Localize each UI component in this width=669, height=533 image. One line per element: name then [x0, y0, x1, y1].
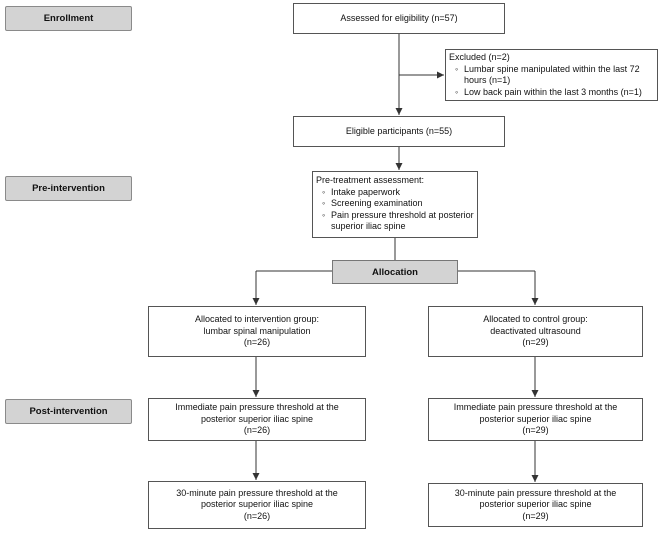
intervention-line2: lumbar spinal manipulation	[203, 325, 311, 336]
immediate-control-line3: (n=29)	[522, 425, 549, 436]
immediate-control-box: Immediate pain pressure threshold at the…	[428, 398, 643, 441]
immediate-intervention-line3: (n=26)	[243, 425, 271, 436]
immediate-control-line2: posterior superior iliac spine	[479, 413, 592, 424]
intervention-line1: Allocated to intervention group:	[194, 314, 320, 325]
pretreatment-item: Intake paperwork	[316, 187, 474, 199]
allocation-box: Allocation	[332, 260, 458, 284]
thirty-intervention-line3: (n=26)	[243, 510, 271, 521]
immediate-intervention-line1: Immediate pain pressure threshold at the	[175, 402, 339, 413]
control-line1: Allocated to control group:	[483, 314, 588, 325]
thirty-intervention-line1: 30-minute pain pressure threshold at the	[176, 487, 338, 498]
thirty-minute-intervention-box: 30-minute pain pressure threshold at the…	[148, 481, 366, 529]
immediate-intervention-line2: posterior superior iliac spine	[200, 413, 314, 424]
immediate-control-line1: Immediate pain pressure threshold at the	[453, 402, 618, 413]
pretreatment-list: Intake paperwork Screening examination P…	[316, 187, 474, 233]
excluded-item: Lumbar spine manipulated within the last…	[449, 64, 654, 87]
thirty-control-line3: (n=29)	[522, 510, 549, 521]
thirty-control-line2: posterior superior iliac spine	[479, 499, 592, 510]
pretreatment-title: Pre-treatment assessment:	[316, 175, 425, 185]
phase-post-intervention: Post-intervention	[5, 399, 132, 424]
control-line2: deactivated ultrasound	[490, 325, 581, 336]
pretreatment-item: Pain pressure threshold at posterior sup…	[316, 210, 474, 233]
thirty-intervention-line2: posterior superior iliac spine	[200, 499, 314, 510]
assessed-text: Assessed for eligibility (n=57)	[340, 12, 458, 23]
phase-enrollment: Enrollment	[5, 6, 132, 31]
control-group-box: Allocated to control group: deactivated …	[428, 306, 643, 357]
assessed-box: Assessed for eligibility (n=57)	[293, 3, 505, 34]
immediate-intervention-box: Immediate pain pressure threshold at the…	[148, 398, 366, 441]
intervention-group-box: Allocated to intervention group: lumbar …	[148, 306, 366, 357]
pretreatment-item: Screening examination	[316, 198, 474, 210]
excluded-title: Excluded (n=2)	[449, 52, 510, 62]
pretreatment-box: Pre-treatment assessment: Intake paperwo…	[312, 171, 478, 238]
excluded-item: Low back pain within the last 3 months (…	[449, 87, 654, 99]
excluded-box: Excluded (n=2) Lumbar spine manipulated …	[445, 49, 658, 101]
eligible-box: Eligible participants (n=55)	[293, 116, 505, 147]
phase-pre-intervention: Pre-intervention	[5, 176, 132, 201]
intervention-line3: (n=26)	[243, 337, 271, 348]
thirty-minute-control-box: 30-minute pain pressure threshold at the…	[428, 483, 643, 527]
thirty-control-line1: 30-minute pain pressure threshold at the	[454, 487, 617, 498]
excluded-list: Lumbar spine manipulated within the last…	[449, 64, 654, 99]
eligible-text: Eligible participants (n=55)	[345, 125, 453, 136]
control-line3: (n=29)	[522, 337, 549, 348]
